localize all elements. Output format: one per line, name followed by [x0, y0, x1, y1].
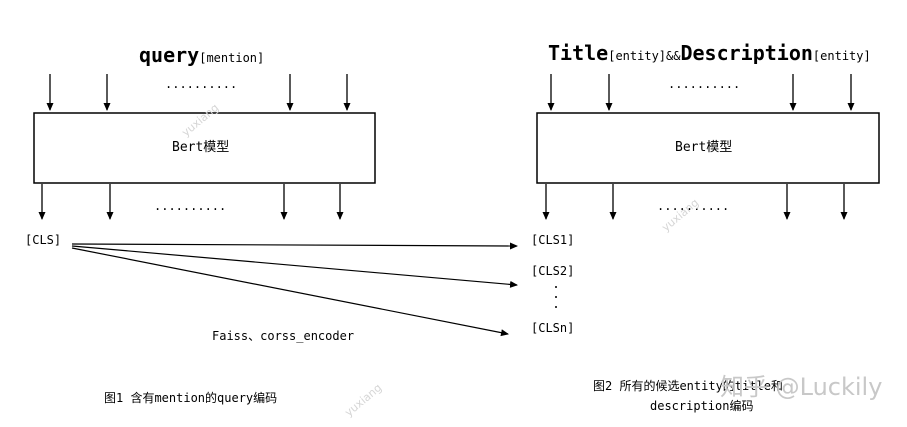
left-dots-top: .......... — [165, 77, 238, 91]
left-box-label: Bert模型 — [172, 140, 230, 155]
cls-vertical-dots — [555, 286, 557, 308]
right-dots-bottom: .......... — [657, 199, 730, 213]
right-caption-line1: 图2 所有的候选entity的title和 — [593, 379, 783, 393]
cls2-label: [CLS2] — [531, 264, 575, 278]
right-title-sub-2: [entity] — [812, 49, 871, 63]
right-dots-top: .......... — [668, 77, 741, 91]
left-caption: 图1 含有mention的query编码 — [104, 391, 278, 405]
watermark-brand: 知乎 @Luckily — [720, 373, 883, 401]
left-bert-box — [33, 112, 376, 184]
edge-label: Faiss、corss_encoder — [212, 329, 355, 343]
left-title-main: query — [139, 43, 200, 67]
cls1-label: [CLS1] — [531, 233, 575, 247]
left-title: query[mention] — [139, 45, 264, 65]
left-input-arrows — [46, 74, 351, 111]
left-dots-bottom: .......... — [154, 199, 227, 213]
left-cls-label: [CLS] — [25, 233, 62, 247]
right-title-main-1: Title — [548, 41, 609, 65]
right-title-main-2: Description — [680, 41, 813, 65]
right-caption-line2: description编码 — [650, 399, 754, 413]
clsn-label: [CLSn] — [531, 321, 575, 335]
right-input-arrows — [547, 74, 855, 111]
right-title-sub-1: [entity] — [608, 49, 667, 63]
right-title-and: && — [666, 49, 681, 63]
cls-match-arrows — [71, 242, 518, 337]
right-bert-box — [536, 112, 880, 184]
right-box-label: Bert模型 — [675, 140, 733, 155]
left-title-sub: [mention] — [199, 51, 265, 65]
right-output-arrows — [542, 184, 848, 220]
left-output-arrows — [38, 184, 344, 220]
right-title: Title[entity]&&Description[entity] — [548, 43, 871, 63]
